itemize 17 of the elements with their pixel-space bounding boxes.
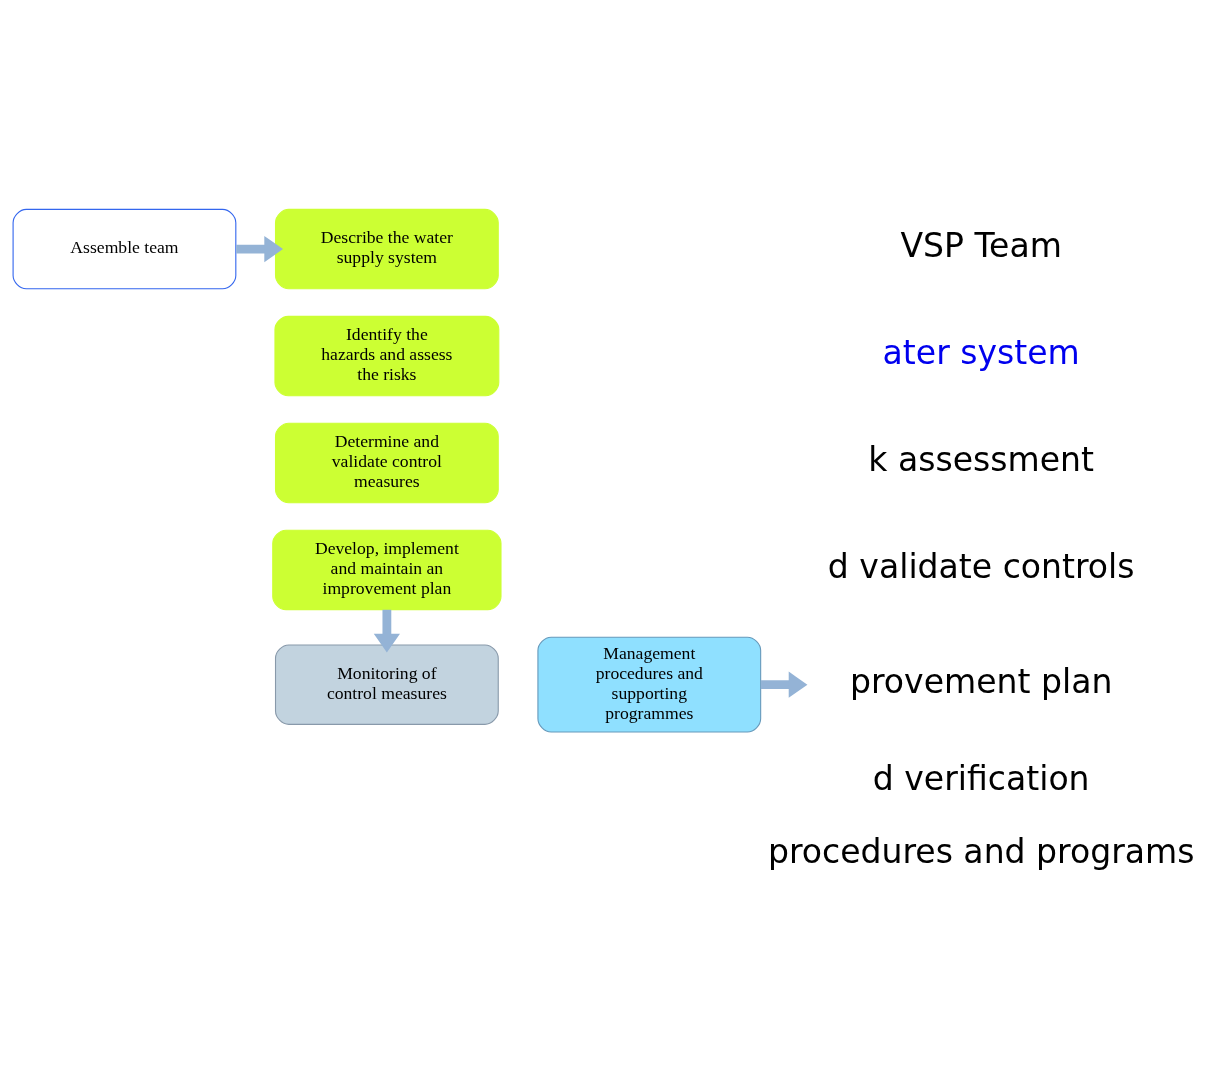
node-box: Develop, implement and maintain an improvement plan — [272, 529, 502, 611]
node-box: Determine and validate control measures — [274, 422, 499, 504]
label: d validate controls — [827, 547, 1135, 587]
label: ater system — [882, 333, 1080, 373]
label: VSP Team — [900, 226, 1062, 266]
node-box: Monitoring of control measures — [274, 644, 499, 725]
node-box: Describe the water supply system — [274, 208, 499, 290]
label: d verification — [872, 759, 1090, 799]
arrow — [373, 609, 400, 653]
node-box: Management procedures and supporting programmes — [537, 636, 762, 733]
label: procedures and programs — [767, 832, 1195, 872]
node-box: Assemble team — [12, 208, 237, 290]
label: provement plan — [850, 661, 1113, 701]
node-box: Identify the hazards and assess the risks — [274, 315, 500, 397]
arrow — [760, 671, 808, 698]
arrow — [236, 236, 284, 263]
label: k assessment — [868, 440, 1094, 480]
